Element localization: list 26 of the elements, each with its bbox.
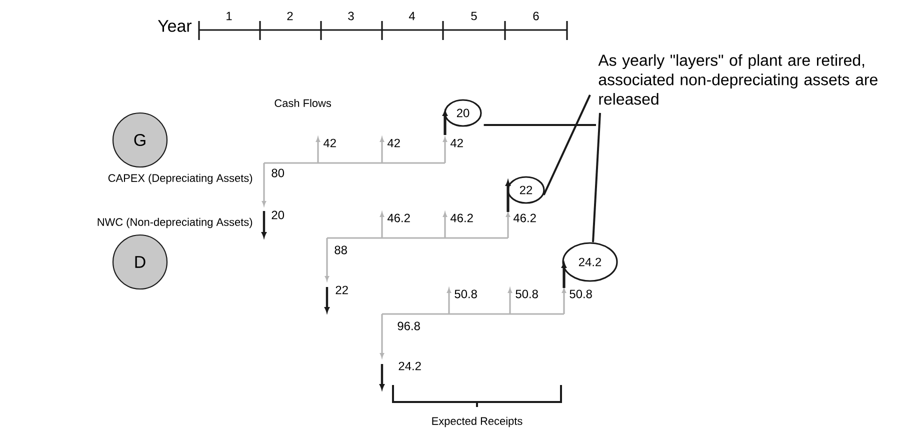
amount-label: 80 [272, 168, 284, 178]
callout-text: As yearly "layers" of plant are retired, associated non-depreciating assets are released [598, 54, 878, 105]
amount-label: 24.2 [398, 362, 421, 370]
tick-label: 4 [408, 12, 415, 20]
amount-label: 46.2 [513, 214, 536, 222]
tick-label: 2 [287, 12, 293, 20]
heading: Cash Flows [274, 98, 332, 108]
axis-title: Year [158, 20, 192, 32]
amount-label: 42 [450, 138, 463, 148]
amount-label: 20 [272, 210, 284, 220]
leader-line [484, 124, 596, 126]
leader-line [542, 94, 591, 196]
amount-label: 96.8 [398, 322, 420, 330]
tick-label: 1 [226, 12, 232, 20]
amount-label: 42 [324, 138, 336, 148]
amount-label: 42 [387, 138, 400, 148]
bracket-label: Expected Receipts [432, 416, 522, 428]
amount-label: 88 [334, 246, 347, 254]
amount-label: 46.2 [387, 214, 410, 222]
tick-label: 6 [533, 12, 539, 20]
amount-label: 50.8 [454, 290, 477, 298]
tick-label: 5 [471, 12, 477, 20]
tick-label: 3 [348, 12, 354, 20]
leader-line [592, 112, 601, 242]
amount-label: 50.8 [516, 290, 538, 298]
amount-label: 22 [336, 286, 348, 294]
